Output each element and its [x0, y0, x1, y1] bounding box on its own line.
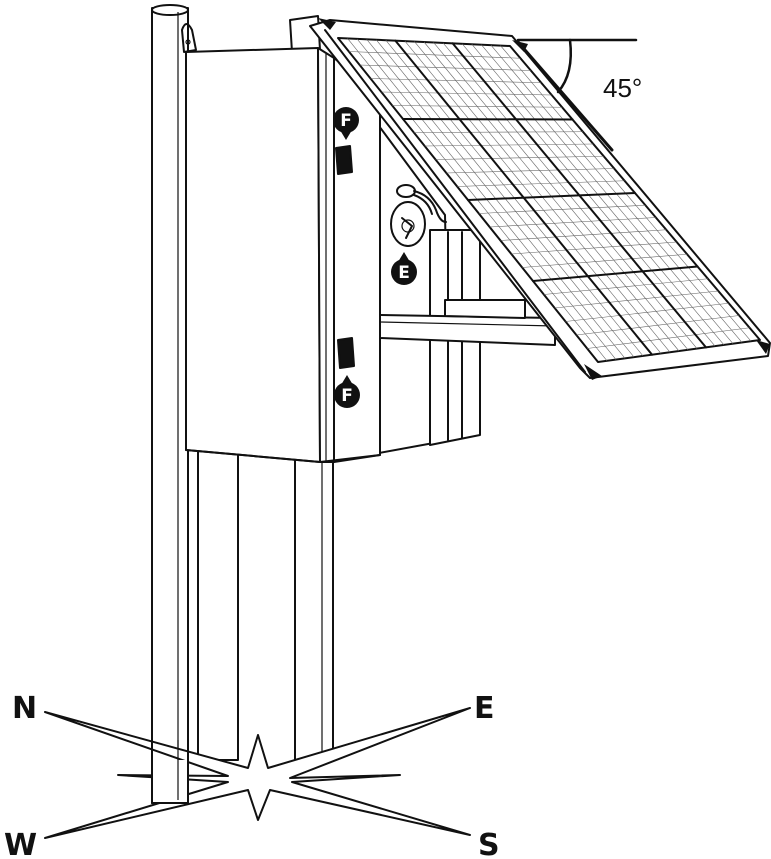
panel-cell-line: [554, 290, 719, 309]
panel-cell-line: [413, 131, 583, 133]
panel-cell-line: [392, 105, 563, 108]
left-pole: [151, 4, 197, 804]
rear-post: [197, 449, 334, 761]
panel-cell-line: [446, 168, 615, 174]
panel-cell-line: [424, 143, 594, 147]
rotary-switch: [390, 184, 447, 247]
panel-cell-line: [381, 91, 552, 96]
compass-east: E: [474, 691, 495, 726]
panel-cell-line: [457, 180, 625, 187]
panel-cell-line: [511, 241, 677, 255]
panel-cell-line: [500, 229, 667, 241]
horizontal-brace: [379, 299, 556, 346]
panel-module-divider: [402, 118, 574, 121]
callout-latch-top: F: [333, 107, 359, 140]
panel-cell-grid: [347, 38, 752, 361]
panel-cell-line: [587, 327, 750, 349]
panel-cell-line: [435, 155, 604, 160]
compass-north: N: [12, 691, 37, 726]
panel-cell-line: [370, 78, 542, 84]
hanger-hook: [181, 23, 197, 53]
callout-label-e: E: [398, 263, 410, 283]
callout-switch: E: [391, 252, 417, 285]
compass-west: W: [4, 828, 37, 859]
panel-module-divider: [532, 265, 699, 282]
panel-cell-line: [565, 302, 729, 322]
panel-cell-line: [522, 253, 688, 268]
compass-rose: N E S W: [4, 691, 500, 859]
angle-label: 45°: [603, 73, 642, 103]
callout-latch-bottom: F: [334, 375, 360, 408]
callout-label-f-bottom: F: [341, 386, 353, 406]
panel-cell-line: [489, 217, 656, 228]
panel-cell-line: [359, 64, 531, 71]
panel-cell-line: [348, 51, 521, 59]
panel-module-divider: [467, 192, 636, 201]
compass-south: S: [478, 828, 500, 859]
panel-cell-line: [478, 204, 646, 214]
panel-cell-line: [576, 315, 740, 336]
panel-cell-line: [543, 278, 708, 295]
callout-label-f-top: F: [340, 111, 352, 131]
latch-bottom: [337, 337, 355, 369]
angle-indicator: 45°: [516, 38, 642, 152]
latch-top: [335, 145, 353, 175]
